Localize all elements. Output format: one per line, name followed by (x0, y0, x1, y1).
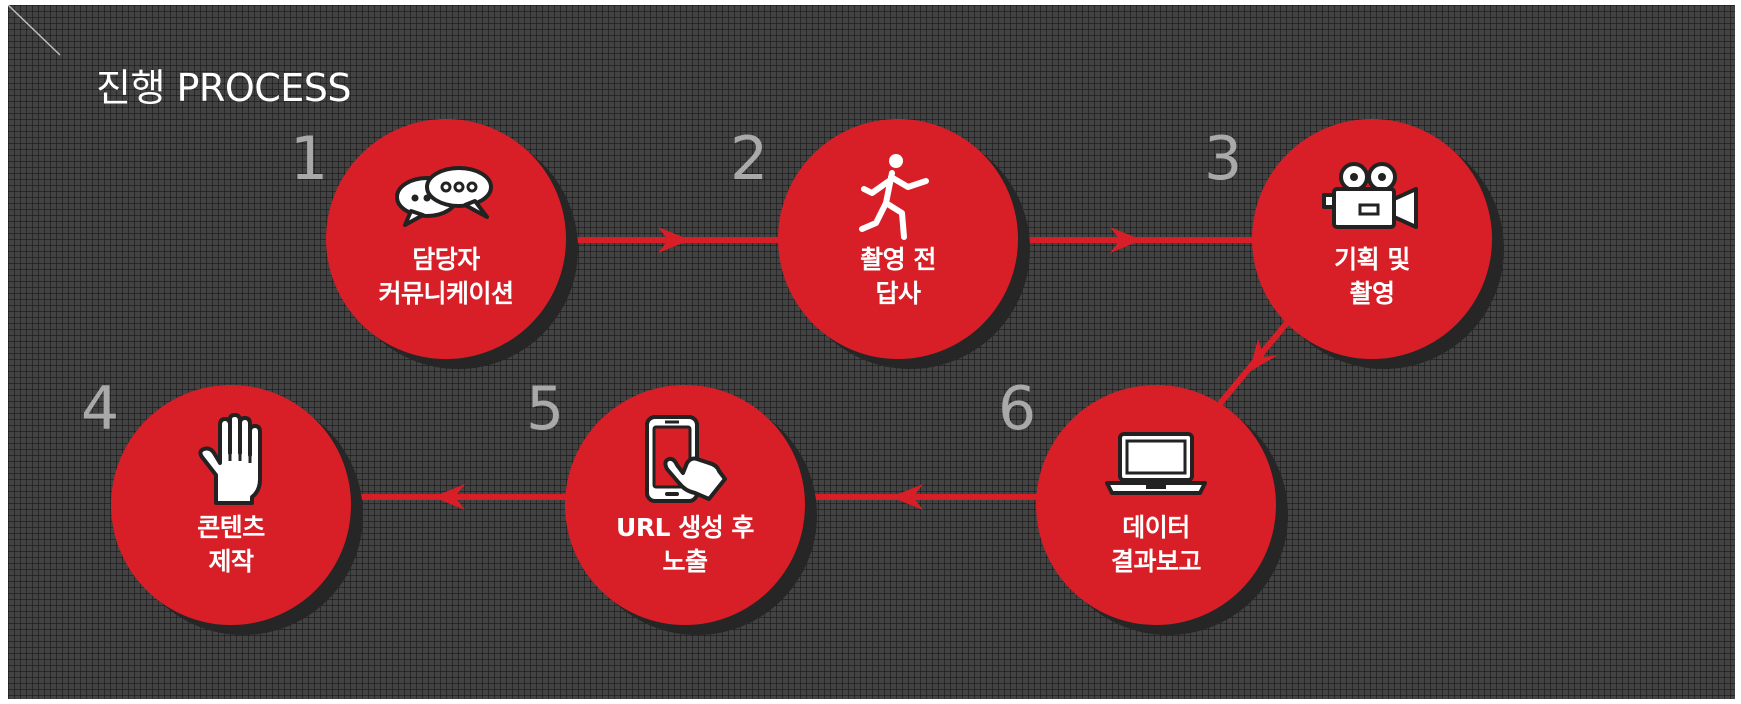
step-4: 콘텐츠 제작 (111, 385, 351, 625)
step-2: 촬영 전 답사 (778, 119, 1018, 359)
step-5: URL 생성 후 노출 (565, 385, 805, 625)
step-3: 기획 및 촬영 (1252, 119, 1492, 359)
corner-decoration (8, 5, 61, 56)
process-panel: 진행 PROCESS 1 (8, 5, 1735, 699)
running-person-icon (859, 154, 929, 240)
step-label-1: 담당자 커뮤니케이션 (378, 245, 514, 308)
step-1: 담당자 커뮤니케이션 (326, 119, 566, 359)
speech-bubbles-icon (395, 166, 493, 227)
page-title: 진행 PROCESS (96, 66, 352, 110)
step-number-1: 1 (290, 124, 329, 194)
step-label-4: 콘텐츠 제작 (197, 513, 265, 576)
laptop-icon (1105, 432, 1207, 495)
step-label-6: 데이터 결과보고 (1110, 513, 1202, 576)
step-label-5: URL 생성 후 노출 (616, 513, 754, 576)
arrow-3-6 (1249, 339, 1278, 372)
arrow-1-2 (658, 227, 690, 253)
step-label-2: 촬영 전 답사 (860, 245, 936, 308)
step-label-3: 기획 및 촬영 (1334, 245, 1410, 308)
step-number-5: 5 (526, 374, 565, 444)
step-number-2: 2 (730, 124, 769, 194)
step-6: 데이터 결과보고 (1036, 385, 1276, 625)
connectors (338, 227, 1294, 510)
video-camera-icon (1322, 162, 1418, 229)
arrow-5-4 (433, 484, 465, 510)
step-number-4: 4 (81, 374, 120, 444)
arrow-2-3 (1110, 227, 1142, 253)
step-number-6: 6 (998, 374, 1037, 444)
smartphone-touch-icon (645, 415, 727, 503)
hand-icon (198, 413, 262, 505)
step-number-3: 3 (1204, 124, 1243, 194)
arrow-6-5 (891, 484, 923, 510)
